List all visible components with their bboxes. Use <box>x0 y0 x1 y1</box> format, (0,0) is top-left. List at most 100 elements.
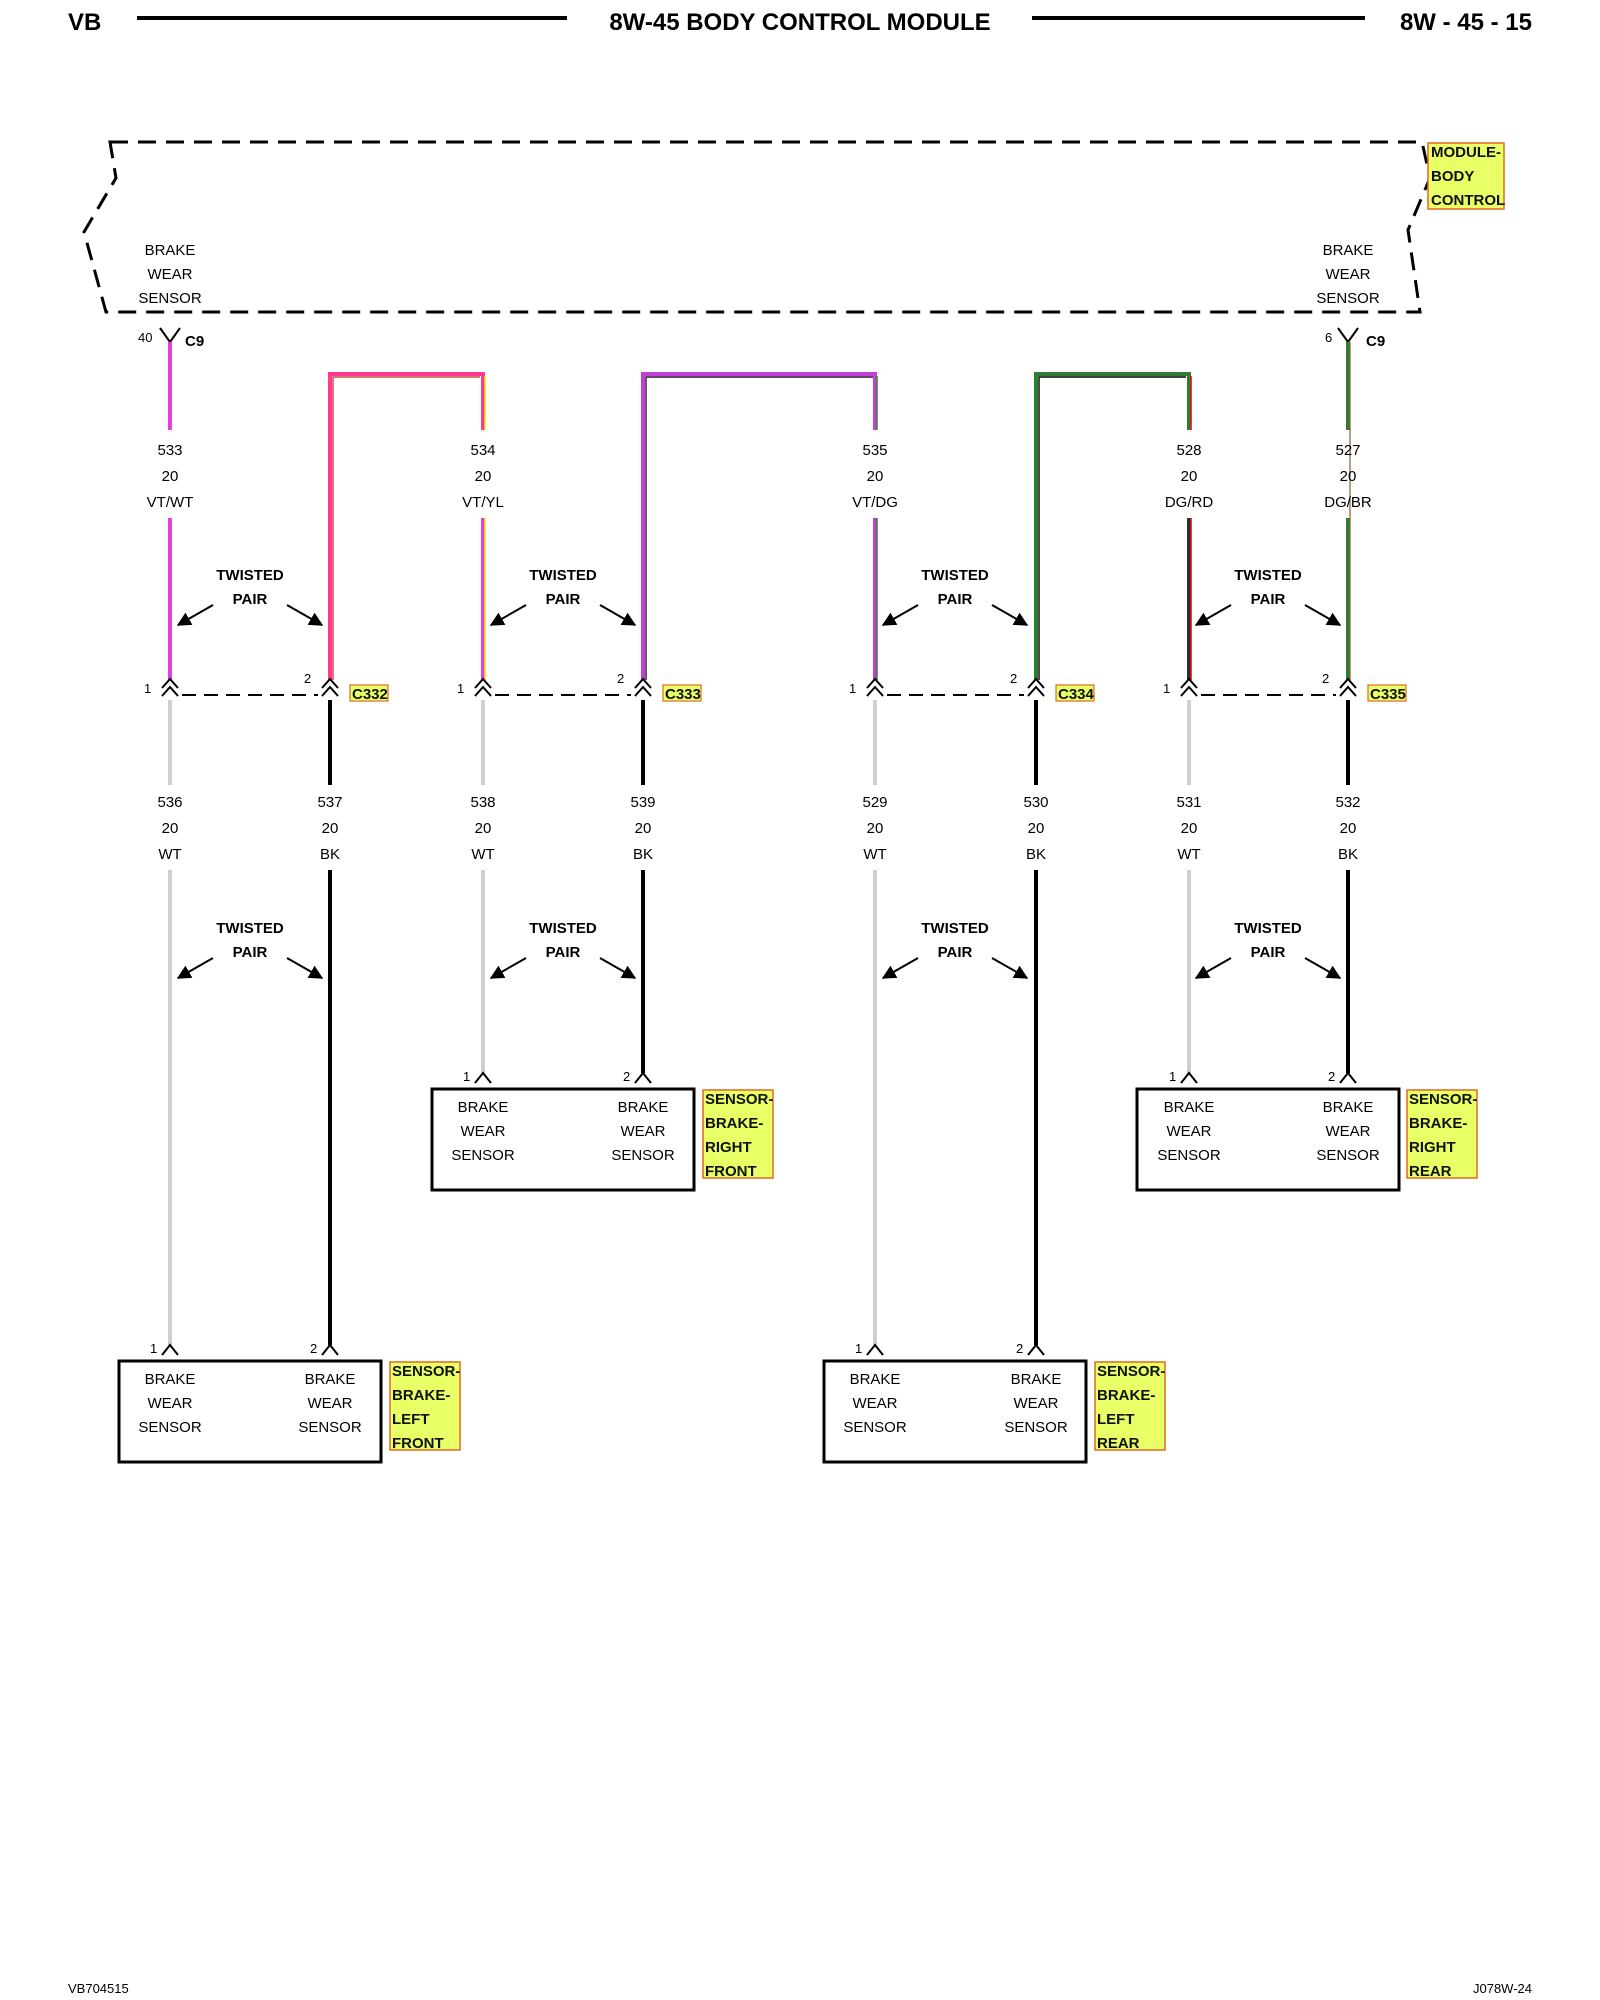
svg-text:2: 2 <box>617 671 624 686</box>
body-control-module: MODULE- BODY CONTROL BRAKE WEAR SENSOR B… <box>82 140 1505 350</box>
svg-text:20: 20 <box>1340 468 1357 485</box>
svg-text:20: 20 <box>1181 468 1198 485</box>
svg-text:SENSOR-: SENSOR- <box>705 1091 773 1108</box>
svg-text:528: 528 <box>1176 442 1201 459</box>
svg-text:RIGHT: RIGHT <box>1409 1139 1456 1156</box>
svg-text:1: 1 <box>1169 1069 1176 1084</box>
sensor-box <box>822 1359 1088 1464</box>
svg-text:SENSOR: SENSOR <box>138 1419 202 1436</box>
svg-text:PAIR: PAIR <box>938 591 973 608</box>
svg-text:VT/DG: VT/DG <box>852 494 898 511</box>
twisted-pair-note: TWISTED PAIR <box>1194 567 1342 626</box>
footer-right: J078W-24 <box>1473 1981 1532 1996</box>
svg-text:BRAKE: BRAKE <box>1011 1371 1062 1388</box>
svg-text:BRAKE: BRAKE <box>618 1099 669 1116</box>
lower-wiring <box>168 700 1350 1345</box>
svg-text:DG/BR: DG/BR <box>1324 494 1372 511</box>
svg-text:PAIR: PAIR <box>1251 591 1286 608</box>
svg-text:527: 527 <box>1335 442 1360 459</box>
sensor-tag <box>702 1089 774 1179</box>
module-right-label: BRAKE WEAR SENSOR <box>1316 242 1380 307</box>
wire-label-527: 527 20 DG/BR <box>1324 442 1372 511</box>
svg-text:20: 20 <box>1181 820 1198 837</box>
svg-text:20: 20 <box>162 468 179 485</box>
sensor-brake-left-front: 1 2 BRAKE WEAR SENSOR BRAKE WEAR SENSOR … <box>117 1341 461 1464</box>
svg-text:CONTROL: CONTROL <box>1431 192 1505 209</box>
module-pin-right-symbol <box>1337 327 1359 344</box>
svg-text:1: 1 <box>849 681 856 696</box>
svg-text:VT/YL: VT/YL <box>462 494 504 511</box>
svg-text:WEAR: WEAR <box>148 266 193 283</box>
twisted-pair-note: TWISTED PAIR <box>881 920 1029 979</box>
svg-text:BK: BK <box>320 846 340 863</box>
svg-text:535: 535 <box>862 442 887 459</box>
module-connector-left: C9 <box>185 333 204 350</box>
sensor-brake-right-front: 1 2 BRAKE WEAR SENSOR BRAKE WEAR SENSOR … <box>430 1069 774 1192</box>
svg-text:1: 1 <box>855 1341 862 1356</box>
svg-text:DG/RD: DG/RD <box>1165 494 1214 511</box>
sensor-box <box>1135 1087 1401 1192</box>
svg-text:534: 534 <box>470 442 495 459</box>
svg-text:BODY: BODY <box>1431 168 1474 185</box>
svg-text:PAIR: PAIR <box>1251 944 1286 961</box>
sensor-tag <box>1094 1361 1166 1451</box>
svg-text:20: 20 <box>475 820 492 837</box>
svg-text:SENSOR-: SENSOR- <box>392 1363 460 1380</box>
svg-text:FRONT: FRONT <box>705 1163 757 1180</box>
upper-wiring <box>168 342 1351 680</box>
svg-text:WT: WT <box>471 846 494 863</box>
module-tag: MODULE- BODY CONTROL <box>1427 142 1505 210</box>
svg-text:2: 2 <box>310 1341 317 1356</box>
lower-twisted-pairs: TWISTED PAIR TWISTED PAIR TWISTED PAIR T… <box>176 920 1342 979</box>
svg-text:BRAKE: BRAKE <box>1323 1099 1374 1116</box>
svg-text:BRAKE: BRAKE <box>305 1371 356 1388</box>
wire-loop-violet <box>641 372 877 680</box>
module-connector-right: C9 <box>1366 333 1385 350</box>
svg-text:2: 2 <box>1010 671 1017 686</box>
svg-text:WEAR: WEAR <box>1326 1123 1371 1140</box>
connector-c333: 1 2 C333 <box>457 671 702 703</box>
wire-label-528: 528 20 DG/RD <box>1165 442 1214 511</box>
svg-text:SENSOR: SENSOR <box>451 1147 515 1164</box>
svg-text:WEAR: WEAR <box>148 1395 193 1412</box>
svg-text:20: 20 <box>475 468 492 485</box>
svg-text:BRAKE-: BRAKE- <box>705 1115 763 1132</box>
page-footer: VB704515 J078W-24 <box>68 1981 1532 1996</box>
svg-text:C334: C334 <box>1058 686 1095 703</box>
wire-loop-green <box>1034 372 1191 680</box>
svg-text:20: 20 <box>635 820 652 837</box>
svg-text:LEFT: LEFT <box>392 1411 430 1428</box>
svg-text:TWISTED: TWISTED <box>216 567 284 584</box>
svg-text:WEAR: WEAR <box>621 1123 666 1140</box>
svg-text:TWISTED: TWISTED <box>529 567 597 584</box>
svg-text:20: 20 <box>867 468 884 485</box>
svg-text:C333: C333 <box>665 686 701 703</box>
twisted-pair-note: TWISTED PAIR <box>881 567 1029 626</box>
svg-text:SENSOR: SENSOR <box>1157 1147 1221 1164</box>
wire-label-533: 533 20 VT/WT <box>147 442 194 511</box>
connector-c334: 1 2 C334 <box>849 671 1095 703</box>
svg-text:BK: BK <box>1338 846 1358 863</box>
svg-text:20: 20 <box>1028 820 1045 837</box>
svg-text:20: 20 <box>162 820 179 837</box>
module-left-label: BRAKE WEAR SENSOR <box>138 242 202 307</box>
svg-text:WT: WT <box>158 846 181 863</box>
wire-loop-pink <box>328 372 485 680</box>
svg-text:SENSOR: SENSOR <box>1316 1147 1380 1164</box>
svg-text:2: 2 <box>304 671 311 686</box>
svg-text:WEAR: WEAR <box>308 1395 353 1412</box>
svg-text:530: 530 <box>1023 794 1048 811</box>
svg-text:531: 531 <box>1176 794 1201 811</box>
svg-text:MODULE-: MODULE- <box>1431 144 1501 161</box>
svg-text:BRAKE: BRAKE <box>1323 242 1374 259</box>
wire-label-534: 534 20 VT/YL <box>462 442 504 511</box>
svg-text:BK: BK <box>633 846 653 863</box>
module-pin-left: 40 <box>138 330 152 345</box>
